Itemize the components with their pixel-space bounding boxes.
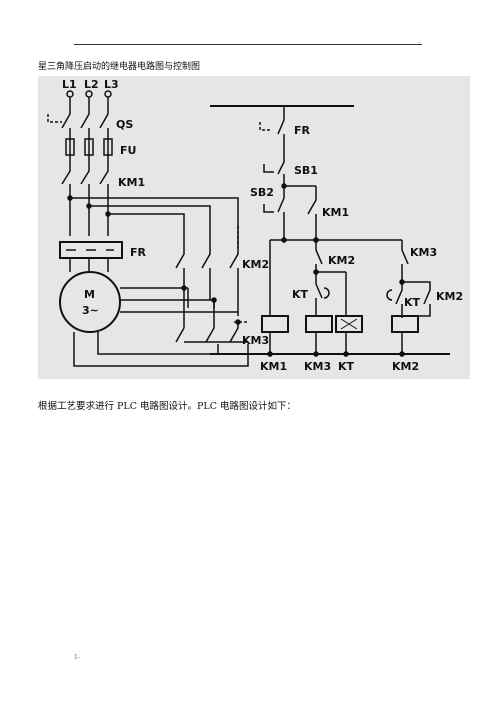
coil-km3: [305, 315, 333, 333]
label-motor-type: 3~: [82, 304, 99, 317]
label-l2: L2: [84, 78, 99, 91]
terminal-l1: [66, 90, 74, 98]
header-mark: .: [419, 38, 421, 45]
label-coil-km1: KM1: [260, 360, 287, 373]
label-motor: M: [84, 288, 95, 301]
header-rule: [74, 44, 422, 45]
label-fu: FU: [120, 144, 136, 157]
fr-thermal: [59, 241, 123, 259]
label-km2-right: KM2: [436, 290, 463, 303]
label-qs: QS: [116, 118, 133, 131]
km3-contacts: [175, 327, 248, 343]
km2-contacts: [175, 242, 239, 312]
label-sb1: SB1: [294, 164, 318, 177]
label-fr-ctrl: FR: [294, 124, 311, 137]
label-km1-aux: KM1: [322, 206, 349, 219]
label-l1: L1: [62, 78, 77, 91]
figure-caption: 星三角降压启动的继电器电路图与控制图: [38, 62, 201, 72]
label-sb2: SB2: [250, 186, 274, 199]
label-coil-km3: KM3: [304, 360, 331, 373]
motor: [59, 271, 121, 333]
label-kt-right: KT: [404, 296, 421, 309]
label-km1-main: KM1: [118, 176, 145, 189]
terminal-l3: [104, 90, 112, 98]
label-km3-aux: KM3: [410, 246, 437, 259]
circuit-diagram: L1 L2 L3 QS FU KM1 FR M 3~ KM2 KM3: [38, 76, 470, 379]
coil-km2: [391, 315, 419, 333]
coil-kt: [335, 315, 363, 333]
label-km2-aux: KM2: [328, 254, 355, 267]
terminal-l2: [85, 90, 93, 98]
coil-km1: [261, 315, 289, 333]
body-paragraph: 根据工艺要求进行 PLC 电路图设计。PLC 电路图设计如下：: [38, 401, 296, 412]
label-fr-main: FR: [130, 246, 147, 259]
qs-switch: [61, 113, 109, 136]
label-coil-kt: KT: [338, 360, 355, 373]
label-l3: L3: [104, 78, 119, 91]
label-coil-km2: KM2: [392, 360, 419, 373]
label-km2-main: KM2: [242, 258, 269, 271]
label-km3-main: KM3: [242, 334, 269, 347]
footer-mark: 1-: [74, 654, 80, 661]
label-kt-left: KT: [292, 288, 309, 301]
